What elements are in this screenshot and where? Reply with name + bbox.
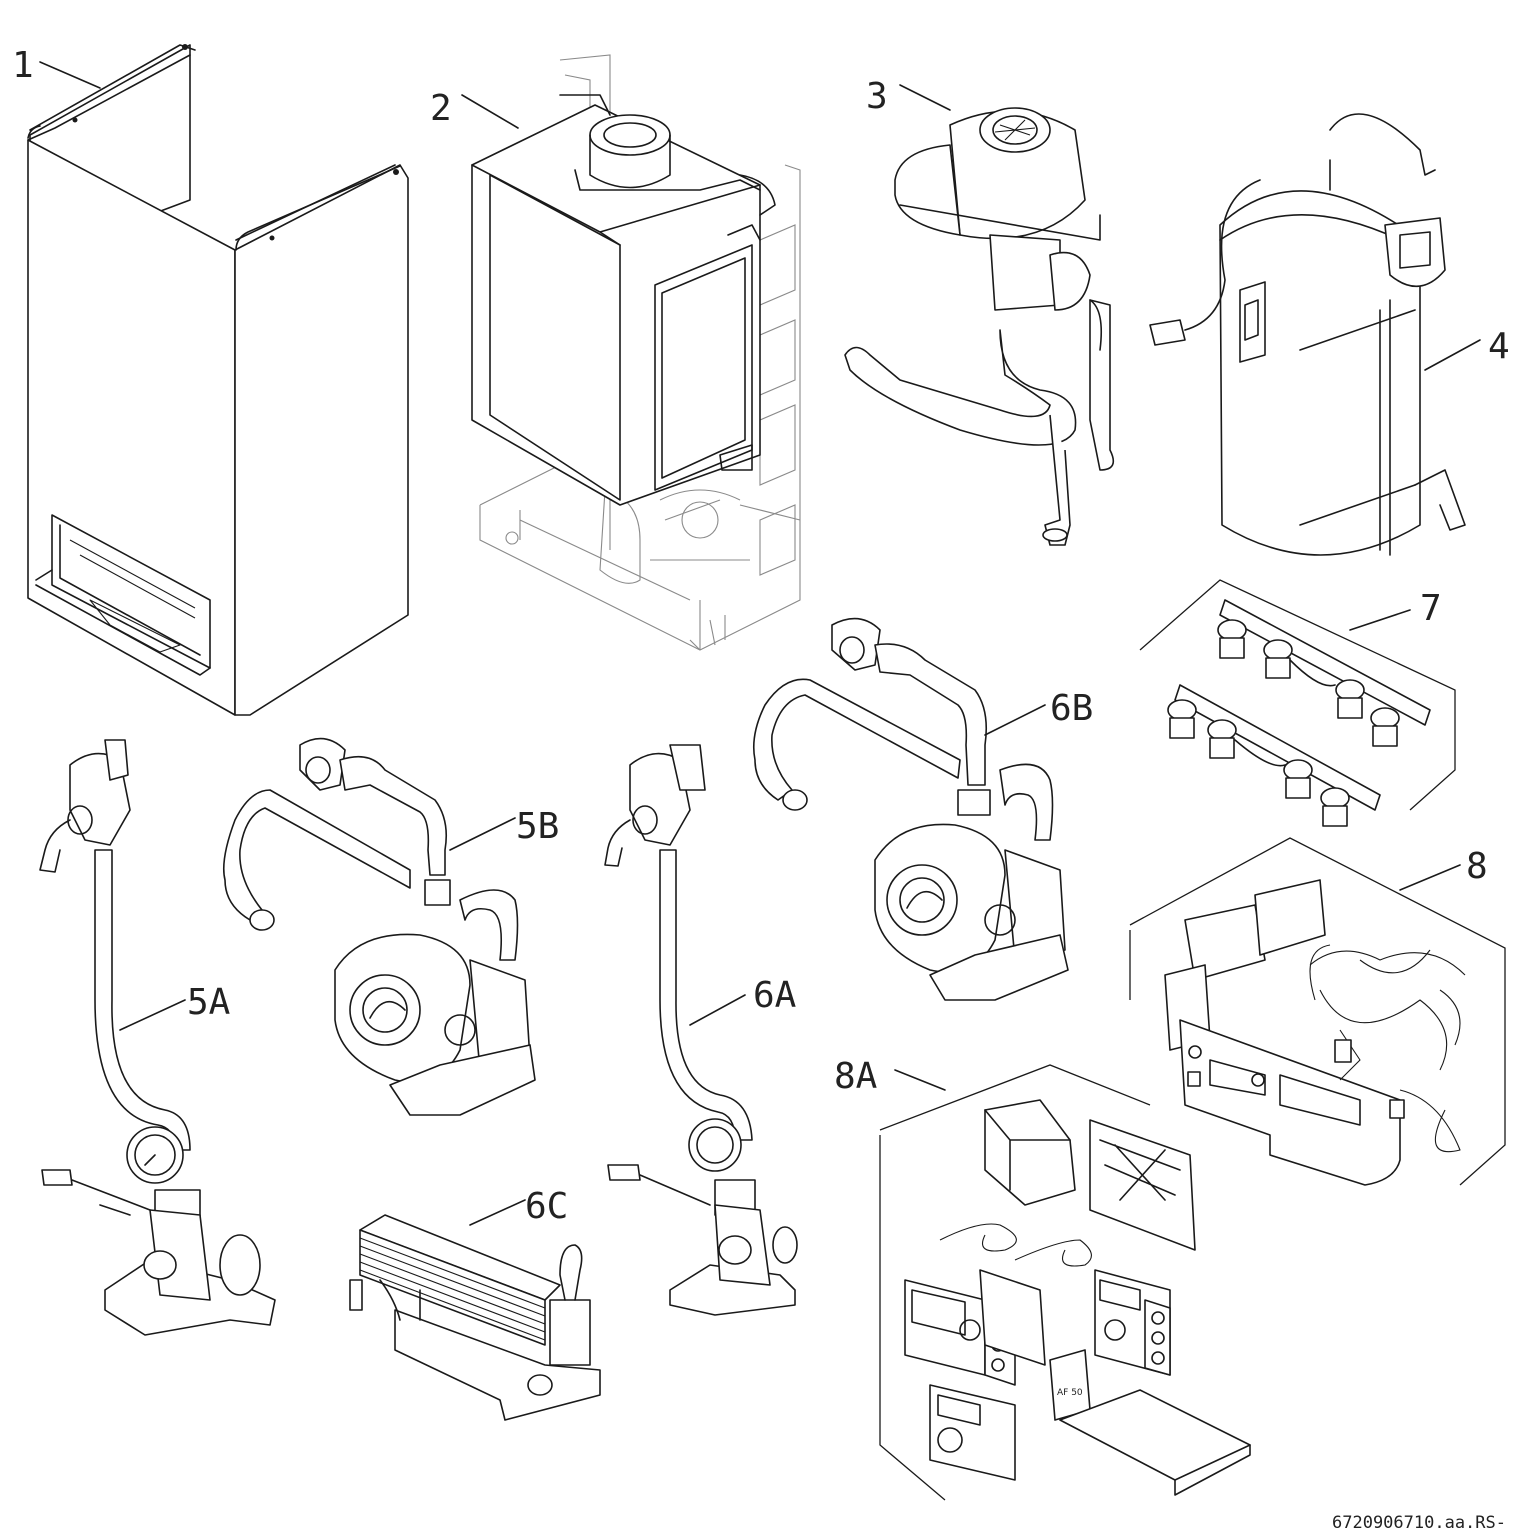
- part-7-connection-set: 7: [1139, 579, 1456, 827]
- part-1-casing: 1: [12, 44, 409, 716]
- part-2-boiler-body: 2: [430, 54, 801, 651]
- part-8a-accessories: AF 50 8A: [834, 1056, 1251, 1501]
- label-5a: 5A: [187, 982, 231, 1023]
- label-6b: 6B: [1050, 688, 1093, 729]
- part-5b-pump-group: 5B: [222, 737, 559, 1116]
- part-5a-pipe-assembly: 5A: [39, 739, 276, 1336]
- label-8: 8: [1466, 846, 1488, 887]
- label-6c: 6C: [525, 1186, 568, 1227]
- label-7: 7: [1420, 588, 1442, 629]
- label-5b: 5B: [516, 806, 559, 847]
- part-4-heat-exchanger: 4: [1149, 113, 1510, 556]
- fittings-row-upper: [1217, 619, 1400, 747]
- label-6a: 6A: [753, 975, 797, 1016]
- outdoor-sensor-text: AF 50: [1057, 1388, 1083, 1398]
- label-8a: 8A: [834, 1056, 878, 1097]
- label-2: 2: [430, 88, 452, 129]
- drawing-reference: 6720906710.aa.RS-: [1332, 1513, 1506, 1533]
- part-6a-pipe-assembly: 6A: [604, 744, 798, 1316]
- label-1: 1: [12, 45, 34, 86]
- part-6c-plate-heat-exchanger: 6C: [349, 1186, 601, 1421]
- label-3: 3: [866, 76, 888, 117]
- part-6b-pump-group: 6B: [752, 617, 1093, 1001]
- part-8-control-unit: 8: [1129, 837, 1506, 1186]
- label-4: 4: [1488, 326, 1510, 367]
- fittings-row-lower: [1167, 699, 1350, 827]
- part-3-fan-assembly: 3: [844, 76, 1115, 546]
